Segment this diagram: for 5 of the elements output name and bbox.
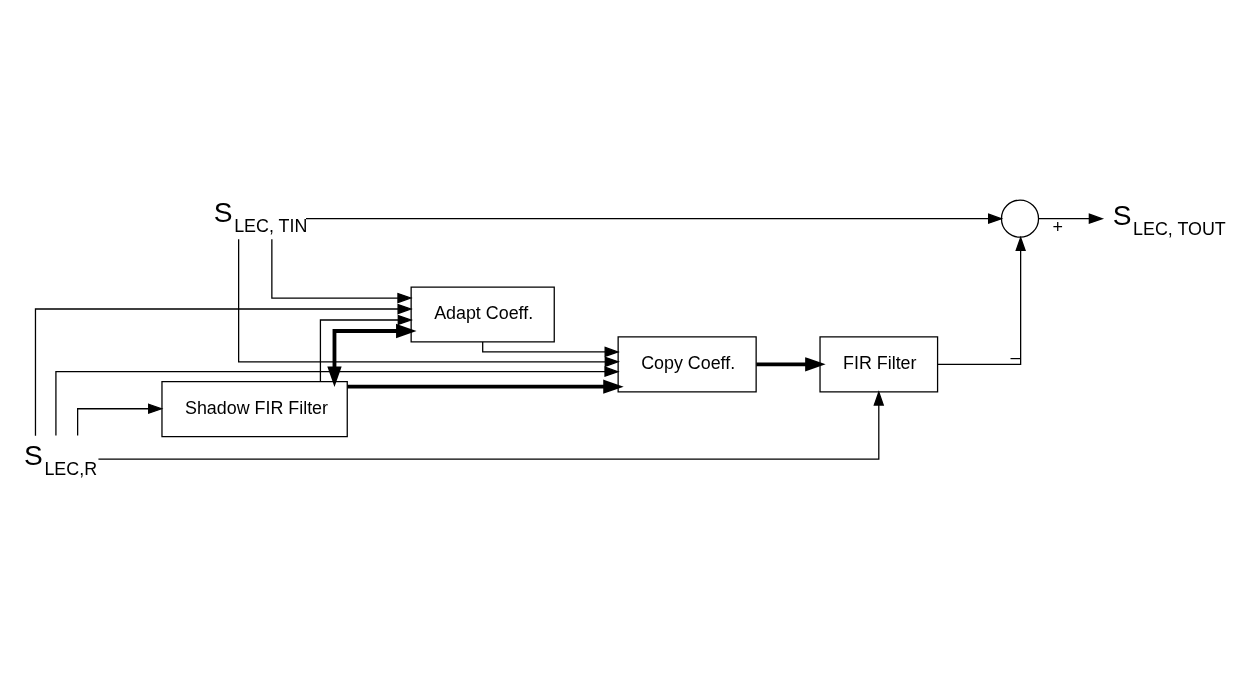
node-text: S$_{LEC,R}$ bbox=[23, 439, 98, 479]
node-text: S$_{LEC, TOUT}$ bbox=[1112, 199, 1226, 239]
edge-label: + bbox=[1052, 216, 1063, 237]
node-text: S$_{LEC, TIN}$ bbox=[213, 196, 308, 236]
edge-label: – bbox=[1010, 347, 1021, 368]
